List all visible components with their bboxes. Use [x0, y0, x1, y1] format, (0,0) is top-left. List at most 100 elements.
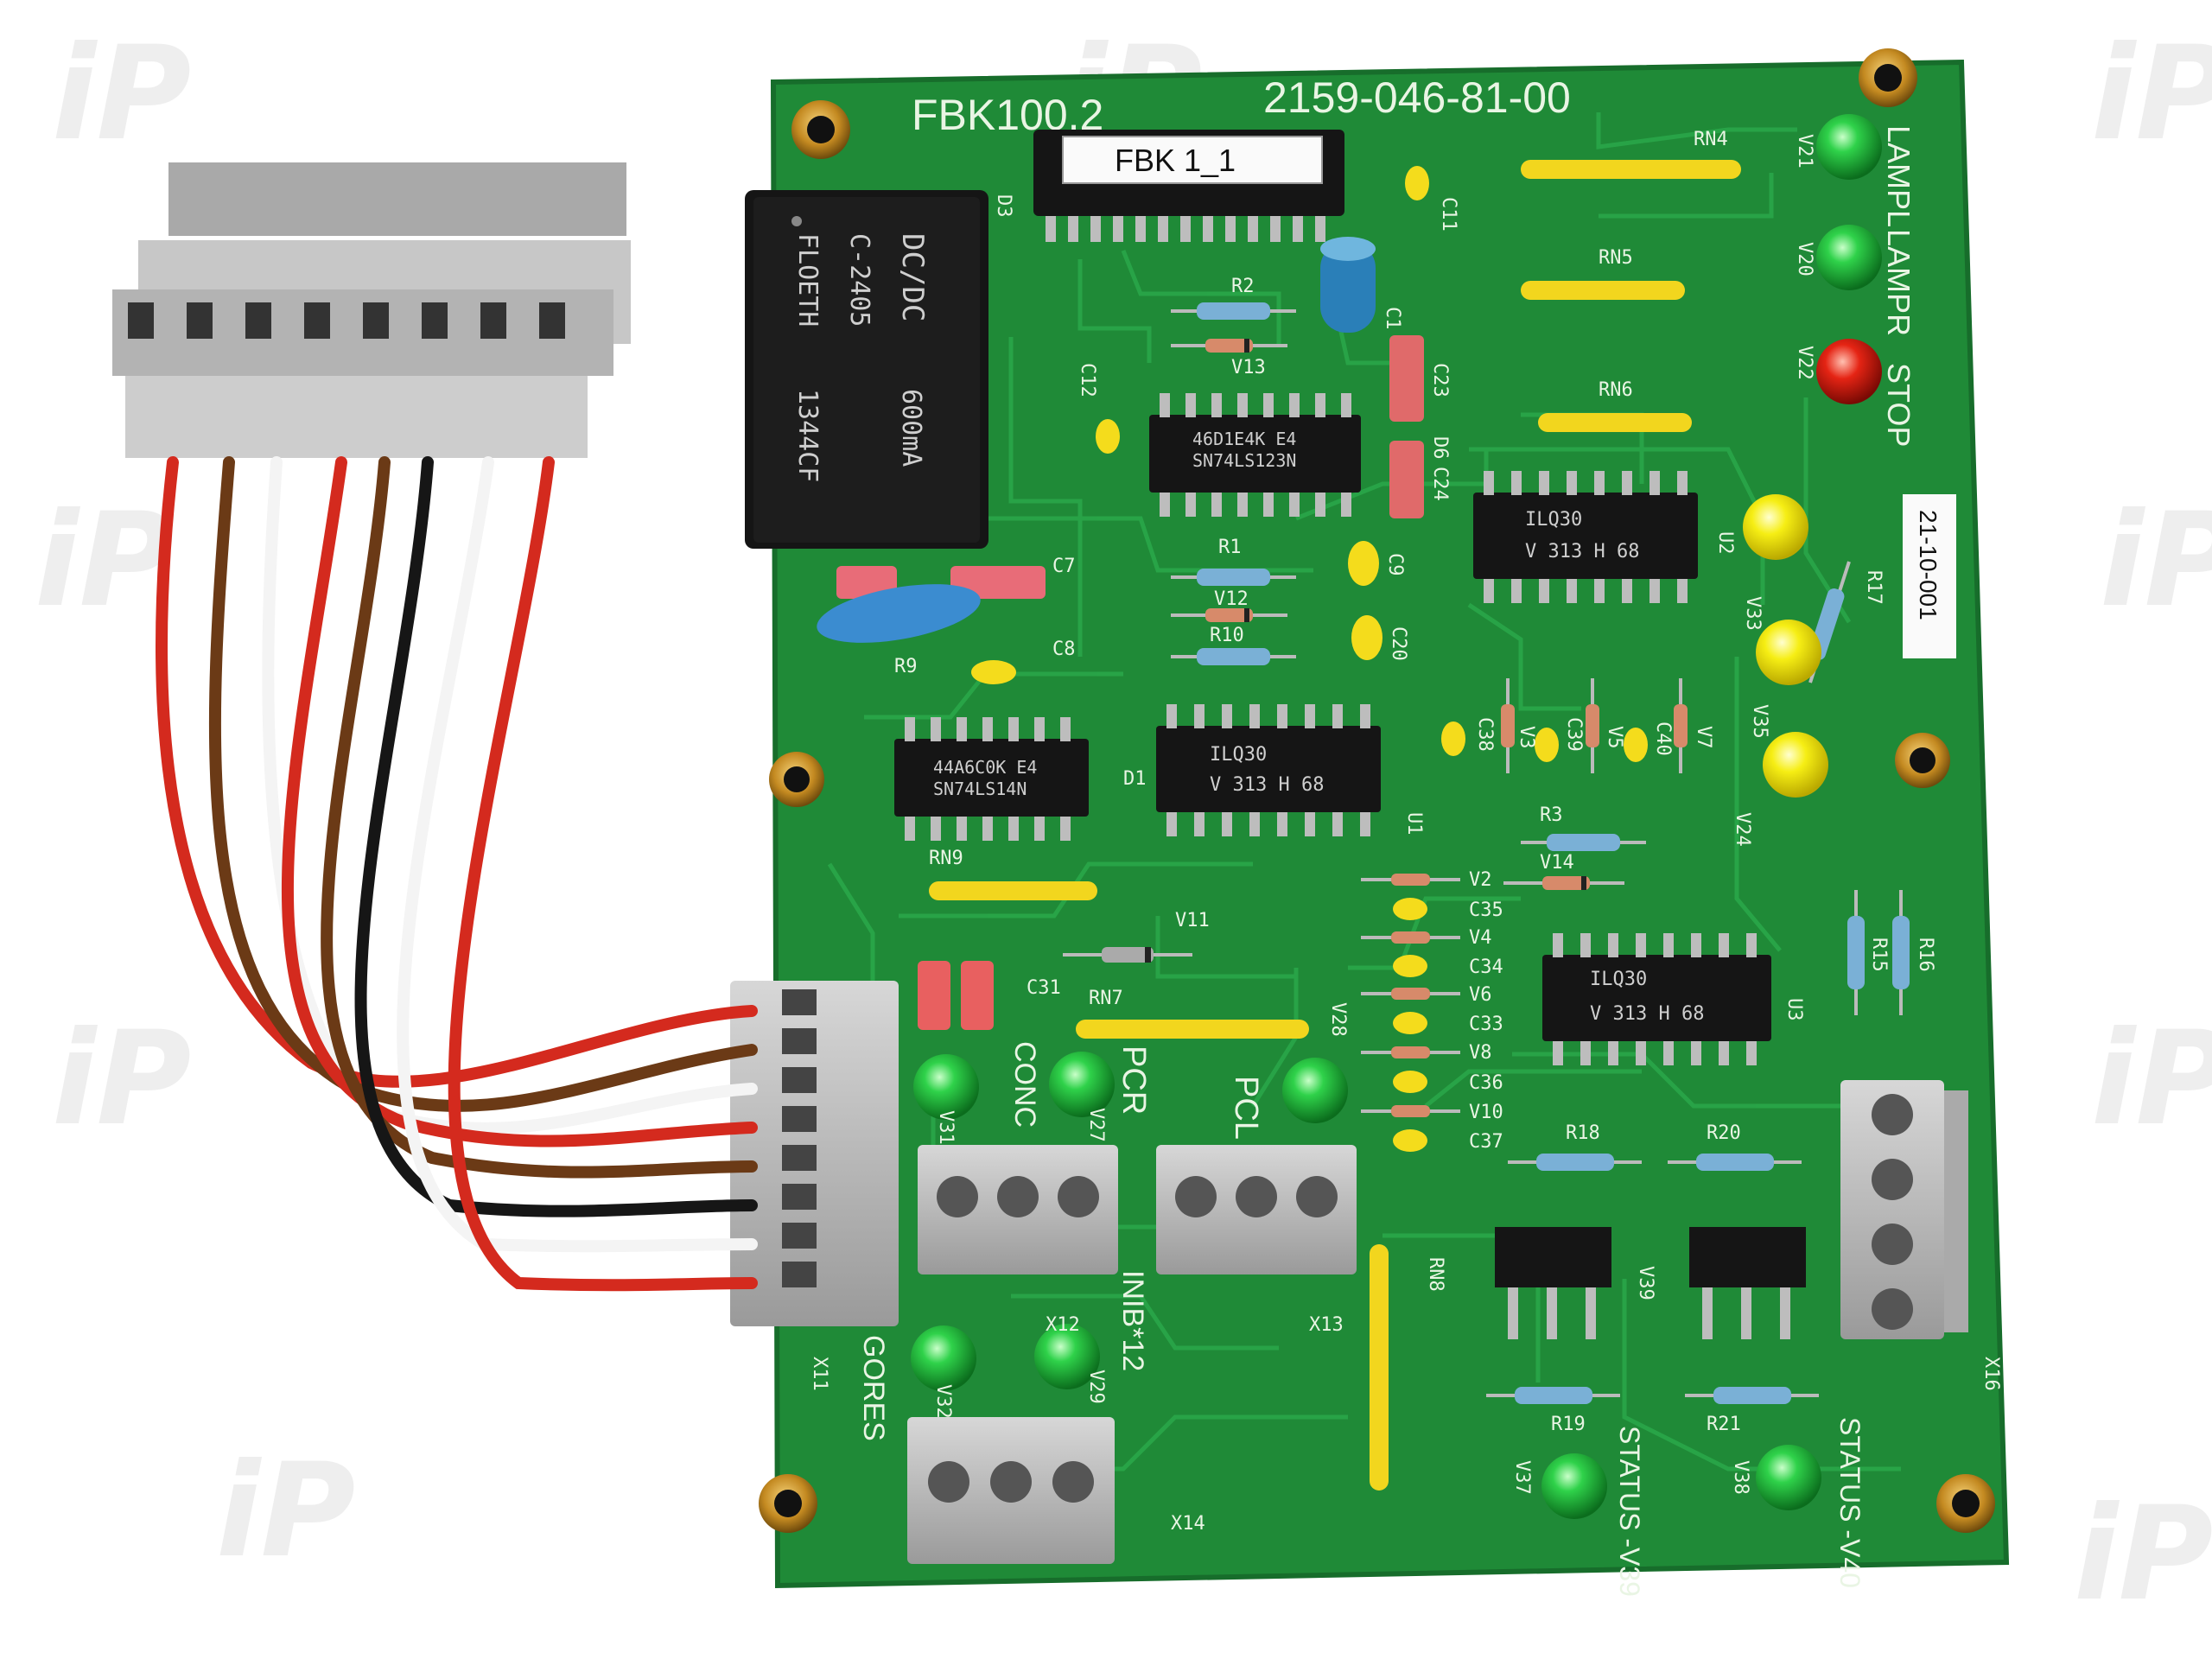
svg-text:C34: C34: [1469, 957, 1503, 978]
led-v37-green: [1541, 1453, 1607, 1519]
capacitor-r9-cap: [971, 660, 1016, 684]
svg-text:iP: iP: [2074, 1479, 2212, 1630]
svg-text:C-2405: C-2405: [844, 233, 874, 327]
diode-v3: [1501, 678, 1515, 773]
svg-text:V27: V27: [1085, 1108, 1107, 1142]
svg-text:RN4: RN4: [1694, 129, 1728, 150]
svg-text:R16: R16: [1915, 938, 1936, 972]
svg-text:iP: iP: [52, 1004, 191, 1154]
svg-text:V28: V28: [1327, 1002, 1349, 1037]
svg-text:V2: V2: [1469, 869, 1492, 891]
led-v38-green: [1756, 1445, 1821, 1510]
svg-text:C23: C23: [1429, 363, 1451, 397]
svg-text:U2: U2: [1714, 531, 1736, 555]
capacitor-c38: [1441, 721, 1465, 756]
dcdc-module: DC/DC C-2405 FLOETH 1344CF 600mA: [745, 190, 988, 549]
diode-v8: [1361, 1046, 1460, 1058]
svg-text:R18: R18: [1566, 1122, 1600, 1144]
terminal-x14: [907, 1417, 1115, 1564]
svg-text:V6: V6: [1469, 984, 1492, 1006]
chip-ilq30-u2: ILQ30 V 313 H 68: [1473, 471, 1698, 603]
capacitor-c12: [1096, 419, 1120, 454]
svg-text:X13: X13: [1309, 1314, 1344, 1336]
capacitor-c35: [1393, 898, 1427, 920]
svg-text:V37: V37: [1511, 1460, 1533, 1495]
svg-text:R9: R9: [894, 656, 918, 677]
diodes: [1063, 339, 1688, 1117]
led-v22-red: [1816, 339, 1882, 404]
svg-text:V14: V14: [1540, 852, 1574, 874]
capacitor-c20: [1351, 615, 1382, 660]
chip-u-74ls14: 44A6C0K E4 SN74LS14N: [894, 717, 1089, 841]
svg-text:iP: iP: [2100, 486, 2212, 636]
svg-text:V35: V35: [1749, 704, 1770, 739]
svg-text:RN7: RN7: [1089, 988, 1123, 1009]
capacitor-c24: [1389, 441, 1424, 518]
wire-harness: [156, 456, 758, 1292]
svg-text:V10: V10: [1469, 1102, 1503, 1123]
led-v32b-green: [911, 1325, 976, 1391]
capacitor-c37: [1393, 1129, 1427, 1152]
capacitor-c9: [1348, 541, 1379, 586]
svg-text:DC/DC: DC/DC: [895, 233, 930, 321]
resistor-r15: [1847, 890, 1865, 1015]
svg-text:iP: iP: [52, 19, 191, 169]
svg-text:R20: R20: [1707, 1122, 1741, 1144]
svg-text:C12: C12: [1077, 363, 1098, 397]
svg-text:V32: V32: [932, 1384, 954, 1419]
svg-text:X14: X14: [1171, 1513, 1205, 1535]
resistor-r1: [1171, 569, 1296, 586]
svg-text:FLOETH: FLOETH: [792, 233, 823, 327]
svg-text:46D1E4K E4: 46D1E4K E4: [1192, 429, 1296, 449]
svg-text:V20: V20: [1794, 242, 1815, 276]
svg-text:RN6: RN6: [1599, 379, 1633, 401]
capacitor-c39: [1535, 728, 1559, 762]
resistor-r3: [1521, 834, 1646, 851]
label-inib: INIB*12: [1116, 1270, 1149, 1371]
svg-text:V3: V3: [1516, 726, 1537, 749]
svg-text:C33: C33: [1469, 1014, 1503, 1035]
resistor-network-rn5: [1521, 281, 1685, 300]
chip-ilq30-u3: ILQ30 V 313 H 68: [1542, 933, 1771, 1065]
capacitor-c23: [1389, 335, 1424, 422]
svg-text:X12: X12: [1046, 1314, 1080, 1336]
diode-v11: [1063, 947, 1192, 963]
resistor-r2: [1171, 302, 1296, 320]
svg-text:V22: V22: [1794, 346, 1815, 380]
diode-v13: [1171, 339, 1287, 353]
capacitor-blue-ceramic: [817, 584, 981, 643]
svg-text:C8: C8: [1052, 639, 1076, 660]
capacitor-c33: [1393, 1012, 1427, 1034]
svg-text:SN74LS123N: SN74LS123N: [1192, 450, 1296, 471]
svg-text:V 313 H 68: V 313 H 68: [1590, 1003, 1704, 1025]
capacitors: [817, 166, 1648, 1152]
resistor-r10: [1171, 648, 1296, 665]
capacitor-c40: [1624, 728, 1648, 762]
resistor-network-rn8: [1370, 1244, 1389, 1491]
svg-text:V13: V13: [1231, 357, 1266, 378]
svg-text:V39: V39: [1635, 1266, 1656, 1300]
diode-v2: [1361, 874, 1460, 886]
label-lampl: LAMPL: [1881, 125, 1916, 227]
svg-text:V38: V38: [1730, 1460, 1751, 1495]
svg-text:V8: V8: [1469, 1042, 1492, 1064]
led-v28-green: [1282, 1058, 1348, 1123]
led-v32-yellow: [1743, 494, 1808, 560]
svg-text:D6: D6: [1429, 436, 1451, 460]
resistor-r20: [1668, 1154, 1802, 1171]
svg-text:V21: V21: [1794, 134, 1815, 168]
diode-v12: [1171, 608, 1287, 622]
resistors: [1171, 302, 1910, 1404]
silk-main-labels: LAMPL LAMPR STOP PCL PCR CONC INIB*12 GO…: [857, 125, 1916, 1597]
svg-text:600mA: 600mA: [896, 389, 926, 467]
label-status-v39: STATUS -V39: [1614, 1426, 1645, 1597]
capacitor-c34: [1393, 955, 1427, 977]
svg-text:iP: iP: [2091, 19, 2212, 169]
led-v35-yellow: [1763, 732, 1828, 798]
terminal-x16: [1840, 1080, 1968, 1339]
svg-text:RN9: RN9: [929, 848, 963, 869]
svg-text:C11: C11: [1438, 197, 1459, 232]
svg-text:R21: R21: [1707, 1414, 1741, 1435]
led-v27-green: [1049, 1052, 1115, 1117]
